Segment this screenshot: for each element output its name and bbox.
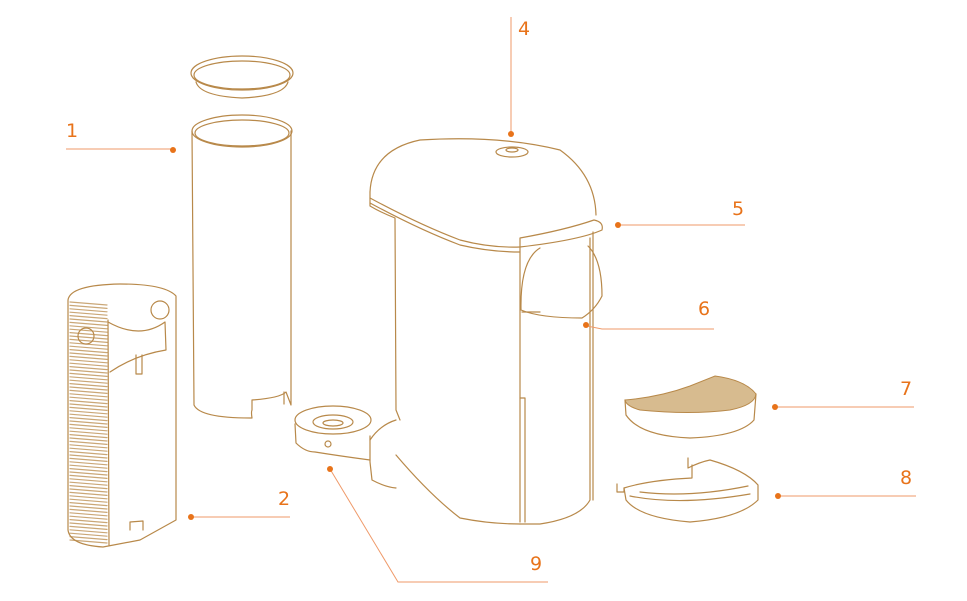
drip-tray-drawing bbox=[616, 457, 759, 523]
cup-support-drawing bbox=[294, 405, 397, 489]
callout-7: 7 bbox=[900, 378, 913, 400]
callout-5: 5 bbox=[732, 198, 745, 220]
callout-6: 6 bbox=[698, 298, 711, 320]
leader-lines bbox=[66, 17, 916, 583]
water-tank-cover-drawing bbox=[67, 283, 177, 548]
callout-1: 1 bbox=[66, 120, 79, 142]
water-tank-lid-drawing bbox=[190, 55, 294, 99]
callout-4: 4 bbox=[518, 18, 531, 40]
callout-8: 8 bbox=[900, 467, 913, 489]
callout-2: 2 bbox=[278, 488, 291, 510]
machine-body-drawing bbox=[369, 138, 603, 525]
drip-grid-drawing bbox=[624, 375, 757, 439]
water-tank-drawing bbox=[191, 114, 293, 419]
callout-9: 9 bbox=[530, 553, 543, 575]
